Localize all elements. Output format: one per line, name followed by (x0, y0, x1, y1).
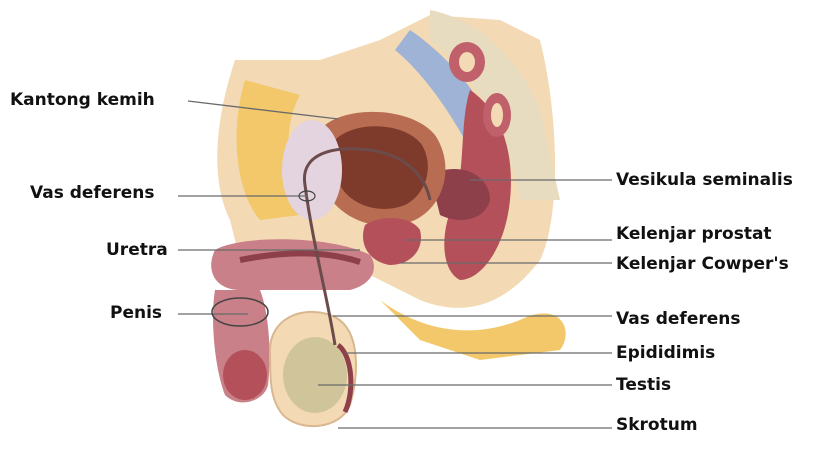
label-penis: Penis (110, 303, 162, 323)
label-uretra: Uretra (106, 240, 168, 260)
label-kantong-kemih: Kantong kemih (10, 90, 155, 110)
label-testis: Testis (616, 375, 671, 395)
glans (223, 350, 267, 400)
label-kelenjar-prostat: Kelenjar prostat (616, 224, 772, 244)
label-vas-deferens-right: Vas deferens (616, 309, 741, 329)
label-epididimis: Epididimis (616, 343, 715, 363)
testis-shape (283, 337, 347, 413)
fat-layer-lower (380, 300, 566, 360)
pubic-bone (282, 120, 342, 220)
label-skrotum: Skrotum (616, 415, 698, 435)
label-vesikula-seminalis: Vesikula seminalis (616, 170, 793, 190)
label-vas-deferens-left: Vas deferens (30, 183, 155, 203)
label-kelenjar-cowpers: Kelenjar Cowper's (616, 254, 789, 274)
